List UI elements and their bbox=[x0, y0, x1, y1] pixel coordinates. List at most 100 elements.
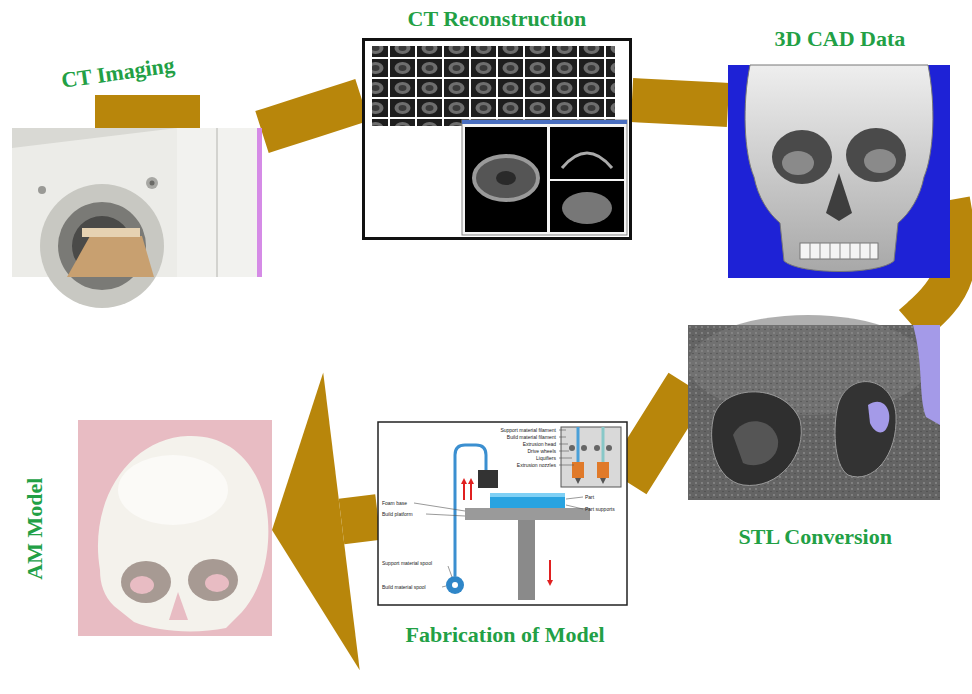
part-label: Extrusion head bbox=[523, 441, 556, 447]
illustration-path bbox=[547, 580, 553, 586]
illustration-circle bbox=[569, 445, 575, 451]
part-label: Support material filament bbox=[500, 427, 556, 433]
part-label: Build material filament bbox=[507, 434, 556, 440]
illustration-path bbox=[562, 153, 612, 168]
part-label: Extrusion nozzles bbox=[517, 462, 556, 468]
illustration-ellipse bbox=[772, 130, 832, 184]
illustration-rect bbox=[597, 462, 609, 478]
illustration-path bbox=[745, 65, 933, 272]
illustration-circle bbox=[606, 445, 612, 451]
illustration-rect bbox=[490, 493, 565, 497]
flow-band bbox=[627, 385, 688, 482]
illustration-rect bbox=[688, 325, 940, 500]
illustration-circle bbox=[581, 445, 587, 451]
stage-node: CT Imaging bbox=[12, 128, 262, 277]
illustration-path bbox=[712, 392, 802, 486]
stage-label: CT Imaging bbox=[60, 52, 176, 93]
ct-scanner-photo bbox=[12, 128, 262, 308]
illustration-line bbox=[470, 483, 472, 500]
stage-node: 3D CAD Data bbox=[728, 65, 950, 278]
stage-node: STL Conversion bbox=[688, 325, 940, 500]
flow-band bbox=[262, 100, 362, 132]
illustration-rect bbox=[82, 228, 140, 237]
illustration-rect bbox=[465, 127, 547, 232]
illustration-ellipse bbox=[562, 192, 612, 224]
illustration-rect bbox=[257, 128, 262, 277]
illustration-path bbox=[67, 236, 154, 277]
flow-band bbox=[632, 100, 728, 105]
band-segment bbox=[627, 385, 688, 482]
stage-label: Fabrication of Model bbox=[406, 622, 605, 647]
picture-frame bbox=[78, 420, 272, 636]
band-segment bbox=[341, 517, 378, 521]
illustration-ellipse bbox=[121, 561, 171, 603]
illustration-rect bbox=[372, 46, 615, 126]
illustration-circle bbox=[38, 186, 46, 194]
illustration-rect bbox=[465, 508, 590, 520]
illustration-path bbox=[826, 173, 852, 221]
illustration-path bbox=[810, 243, 870, 259]
stage-label: STL Conversion bbox=[739, 524, 892, 549]
stage-node: AM Model bbox=[78, 420, 272, 636]
illustration-rect bbox=[78, 420, 272, 636]
picture-frame bbox=[378, 422, 627, 605]
illustration-ellipse bbox=[118, 455, 228, 525]
part-label: Part supports bbox=[585, 506, 615, 512]
illustration-circle bbox=[446, 576, 464, 594]
ct-reconstruction-screen bbox=[364, 40, 631, 239]
illustration-path bbox=[461, 478, 467, 484]
illustration-path bbox=[169, 592, 188, 620]
illustration-ellipse bbox=[130, 576, 154, 594]
illustration-rect bbox=[478, 470, 498, 488]
illustration-ellipse bbox=[188, 559, 238, 601]
flow-band bbox=[272, 373, 378, 671]
illustration-rect bbox=[518, 520, 535, 600]
illustration-ellipse bbox=[864, 149, 896, 173]
part-label: Part bbox=[585, 494, 594, 500]
illustration-rect bbox=[550, 181, 624, 232]
illustration-rect bbox=[490, 493, 565, 508]
part-label: Liquifiers bbox=[536, 455, 556, 461]
illustration-rect bbox=[561, 427, 621, 487]
illustration-line bbox=[463, 483, 465, 500]
part-label: Build platform bbox=[382, 511, 413, 517]
illustration-line bbox=[577, 427, 580, 462]
illustration-path bbox=[98, 436, 268, 631]
illustration-path bbox=[835, 382, 896, 477]
illustration-rect bbox=[177, 128, 257, 277]
picture-frame bbox=[728, 65, 950, 278]
illustration-circle bbox=[146, 177, 158, 189]
illustration-rect bbox=[462, 120, 627, 235]
part-label: Foam base bbox=[382, 500, 407, 506]
illustration-ellipse bbox=[846, 128, 906, 182]
illustration-rect bbox=[364, 40, 631, 239]
illustration-path bbox=[575, 478, 606, 484]
illustration-rect bbox=[572, 462, 584, 478]
illustration-line bbox=[549, 560, 551, 581]
illustration-rect bbox=[800, 243, 878, 259]
illustration-ellipse bbox=[474, 156, 538, 200]
illustration-path bbox=[468, 478, 474, 484]
illustration-rect bbox=[550, 127, 624, 179]
stage-node: Fabrication of Model bbox=[378, 422, 627, 605]
illustration-circle bbox=[594, 445, 600, 451]
band-segment bbox=[632, 100, 728, 105]
part-label: Build material spool bbox=[382, 584, 426, 590]
cad-skull-render bbox=[728, 65, 950, 278]
illustration-line bbox=[216, 128, 218, 277]
illustration-path bbox=[868, 402, 889, 433]
illustration-ellipse bbox=[782, 151, 814, 175]
part-label: Support material spool bbox=[382, 560, 432, 566]
illustration-circle bbox=[40, 184, 164, 308]
stl-mesh-image bbox=[688, 315, 940, 500]
illustration-path bbox=[913, 325, 940, 425]
am-model-photo bbox=[78, 420, 272, 636]
band-segment bbox=[262, 100, 362, 132]
picture-frame bbox=[688, 325, 940, 500]
illustration-path bbox=[559, 430, 574, 465]
illustration-circle bbox=[150, 181, 155, 186]
illustration-path bbox=[733, 421, 778, 465]
